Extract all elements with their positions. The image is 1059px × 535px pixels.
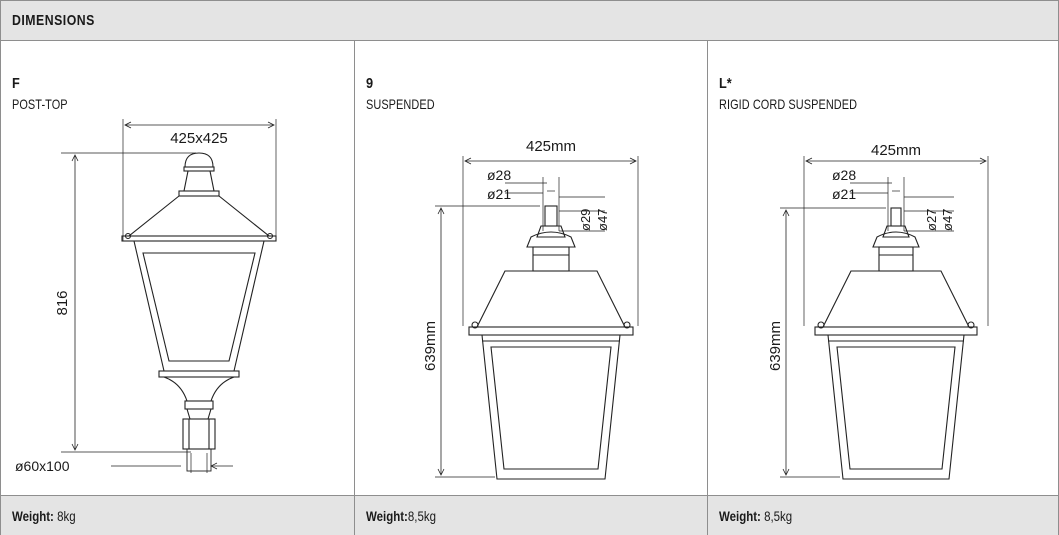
- dimension-width-label: 425mm: [526, 138, 576, 155]
- variant-code: F: [12, 75, 20, 92]
- suspended-lantern-drawing: 425mm ø28 ø21 ø29 ø47 639mm: [422, 138, 639, 480]
- dimensions-header: DIMENSIONS: [1, 1, 1058, 41]
- weight-text: Weight:8,5kg: [366, 508, 436, 524]
- rigid-cord-lantern-drawing: 425mm ø28 ø21 ø27 ø47 639mm: [767, 142, 989, 480]
- variant-code: L*: [719, 75, 732, 92]
- dimension-width-label: 425mm: [871, 142, 921, 159]
- weight-row-suspended: Weight:8,5kg: [355, 495, 708, 535]
- variant-name: SUSPENDED: [366, 96, 435, 112]
- weight-label: Weight:: [366, 508, 408, 524]
- weight-text: Weight: 8kg: [12, 508, 76, 524]
- variant-name: RIGID CORD SUSPENDED: [719, 96, 858, 112]
- dimension-d27-label: ø27: [924, 209, 939, 231]
- dimension-d21-label: ø21: [832, 186, 856, 202]
- variant-column-suspended: 9 SUSPENDED: [355, 41, 708, 495]
- dimension-height-label: 816: [54, 290, 71, 315]
- weight-value: 8,5kg: [760, 508, 793, 524]
- dimension-d21-label: ø21: [487, 186, 511, 202]
- variant-code: 9: [366, 75, 374, 92]
- weight-label: Weight:: [12, 508, 54, 524]
- dimension-d28-label: ø28: [487, 167, 511, 183]
- weight-value: 8kg: [53, 508, 76, 524]
- dimension-height-label: 639mm: [767, 321, 784, 371]
- dimension-base-label: ø60x100: [15, 458, 70, 474]
- weight-value: 8,5kg: [407, 508, 436, 524]
- weight-row-post-top: Weight: 8kg: [1, 495, 355, 535]
- dimension-d47-label: ø47: [940, 209, 955, 231]
- dimension-width-label: 425x425: [170, 130, 228, 147]
- dimension-height-label: 639mm: [422, 321, 439, 371]
- dimension-d29-label: ø29: [578, 209, 593, 231]
- weight-text: Weight: 8,5kg: [719, 508, 792, 524]
- variant-name: POST-TOP: [12, 96, 68, 112]
- weight-label: Weight:: [719, 508, 761, 524]
- variant-column-rigid-cord-suspended: L* RIGID CORD SUSPENDED: [708, 41, 1058, 495]
- header-title: DIMENSIONS: [12, 12, 95, 29]
- dimension-d47-label: ø47: [595, 209, 610, 231]
- weight-row-rigid-cord-suspended: Weight: 8,5kg: [708, 495, 1058, 535]
- variant-column-post-top: F POST-TOP: [1, 41, 355, 495]
- dimension-d28-label: ø28: [832, 167, 856, 183]
- post-top-lantern-drawing: 425x425 816 ø60x100: [15, 119, 277, 474]
